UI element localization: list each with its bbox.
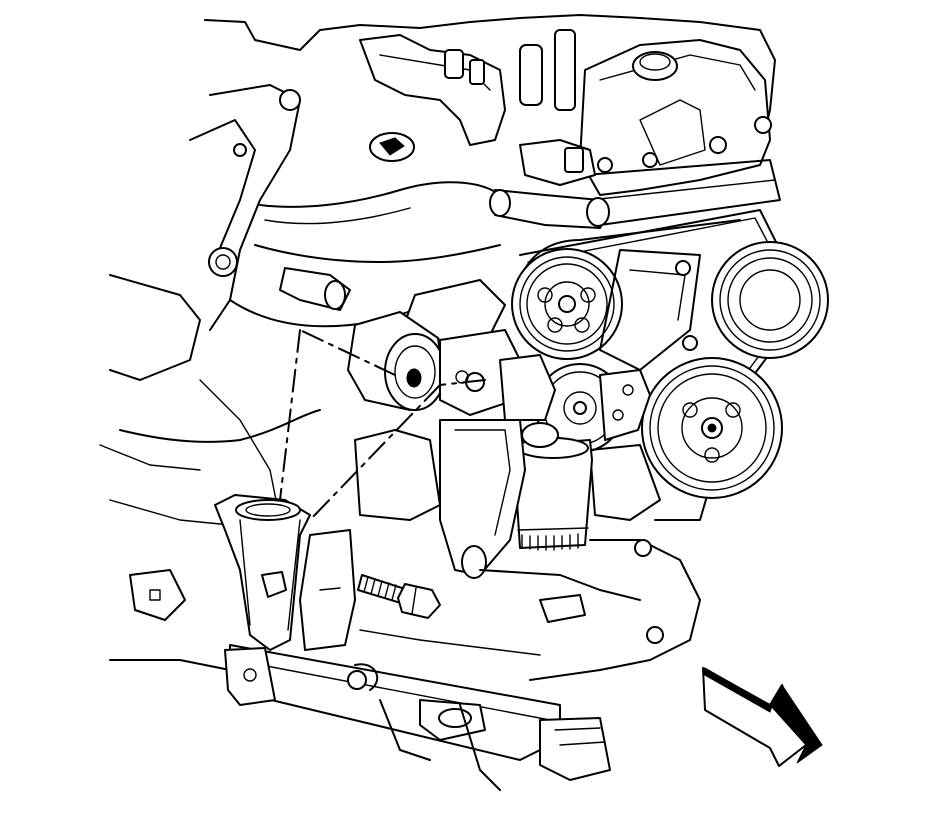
engine-block [99,14,776,526]
engine-mount [347,279,556,421]
subframe-crossmember [109,539,701,791]
accessory-pulleys [511,241,829,499]
coolant-hoses [279,29,610,311]
oil-filter [514,422,593,551]
valve-cover [579,39,781,226]
mount-lower-bracket [354,419,526,579]
alignment-guide-lines [279,329,486,521]
mount-bolt [357,574,441,619]
direction-arrow [702,667,823,767]
frame-bracket [214,494,356,651]
belt-tensioner [535,363,661,521]
